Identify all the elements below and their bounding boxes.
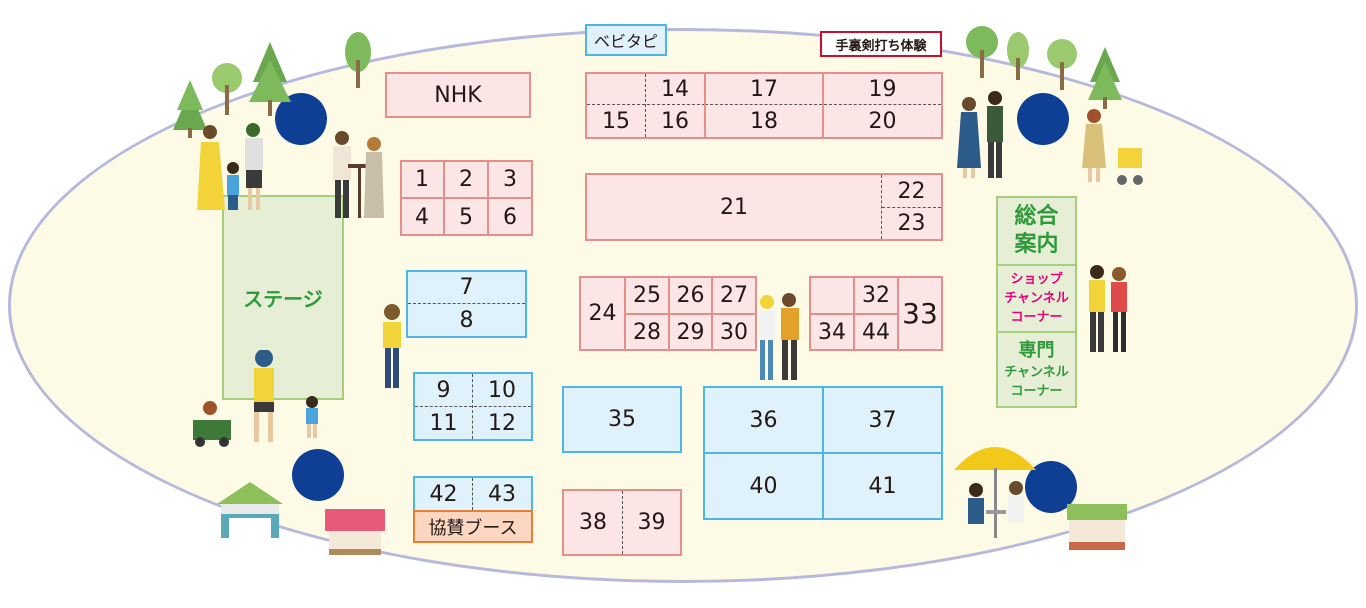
booth-18[interactable]: 18 — [750, 108, 778, 134]
couple-at-table-illustration — [333, 131, 384, 218]
booth-39[interactable]: 39 — [637, 510, 666, 535]
mother-with-stroller-illustration — [1082, 109, 1143, 185]
stage-label: ステージ — [243, 287, 323, 311]
booth-33[interactable]: 33 — [902, 297, 938, 330]
booth-10[interactable]: 10 — [488, 377, 516, 403]
booth-6[interactable]: 6 — [503, 204, 517, 230]
booth-11[interactable]: 11 — [429, 410, 458, 436]
booth-29[interactable]: 29 — [676, 319, 705, 345]
booth-23[interactable]: 23 — [897, 211, 926, 236]
cafe-umbrella-illustration — [954, 447, 1036, 538]
nhk-booth[interactable]: NHK — [385, 72, 531, 118]
booth-25[interactable]: 25 — [633, 283, 661, 308]
booth-5[interactable]: 5 — [459, 204, 473, 230]
info-column — [996, 196, 1077, 408]
booth-41[interactable]: 41 — [868, 473, 897, 499]
booth-27[interactable]: 27 — [720, 283, 748, 308]
booth-38[interactable]: 38 — [579, 510, 607, 535]
booth-14[interactable]: 14 — [661, 76, 689, 102]
family-illustration-top-left — [197, 123, 263, 210]
booth-24[interactable]: 24 — [588, 301, 617, 326]
couple-illustration-right — [1089, 265, 1127, 352]
booth-44[interactable]: 44 — [862, 319, 890, 345]
booth-43[interactable]: 43 — [488, 481, 516, 507]
booth-3[interactable]: 3 — [503, 167, 517, 192]
stall-illustration-1 — [217, 482, 283, 538]
babytop-label: ベビタピ — [585, 24, 667, 56]
sword-experience-label: 手裏剣打ち体験 — [820, 31, 942, 57]
booth-22[interactable]: 22 — [897, 178, 926, 204]
shop-channel-corner-label[interactable]: ショップ チャンネル コーナー — [1004, 272, 1069, 325]
booth-21[interactable]: 21 — [720, 194, 748, 220]
spot-marker-top-right — [1017, 93, 1069, 145]
booth-9[interactable]: 9 — [436, 377, 451, 403]
booth-1[interactable]: 1 — [415, 167, 429, 192]
stall-illustration-2 — [325, 509, 385, 555]
booth-2[interactable]: 2 — [459, 167, 473, 192]
spot-marker-bottom-left — [292, 449, 344, 501]
booth-20[interactable]: 20 — [868, 108, 897, 134]
stage-area[interactable]: ステージ — [222, 195, 344, 400]
trees-top-right — [966, 26, 1122, 109]
booth-26[interactable]: 26 — [676, 283, 705, 308]
booth-15[interactable]: 15 — [602, 108, 630, 134]
booth-40[interactable]: 40 — [749, 473, 778, 499]
booth-28[interactable]: 28 — [633, 319, 661, 345]
booth-8[interactable]: 8 — [459, 307, 474, 333]
booth-35[interactable]: 35 — [562, 386, 682, 453]
specialty-channel-corner-label[interactable]: 専門 チャンネル コーナー — [1004, 339, 1069, 399]
stall-illustration-3 — [1067, 504, 1127, 550]
couple-illustration-top-right — [957, 91, 1003, 178]
booth-42[interactable]: 42 — [429, 481, 458, 507]
stroller-family-illustration — [193, 350, 318, 447]
sponsor-booth[interactable]: 協賛ブース — [413, 510, 533, 543]
couple-illustration-center — [759, 293, 799, 380]
trees-top-left — [173, 32, 371, 138]
booth-19[interactable]: 19 — [868, 76, 897, 102]
booth-16[interactable]: 16 — [661, 108, 689, 134]
booth-17[interactable]: 17 — [750, 76, 778, 102]
booth-4[interactable]: 4 — [415, 204, 429, 230]
person-with-camera-illustration — [383, 304, 401, 388]
booth-7[interactable]: 7 — [459, 275, 474, 300]
booth-32[interactable]: 32 — [862, 283, 890, 308]
booth-34[interactable]: 34 — [818, 319, 846, 345]
general-info-label[interactable]: 総合 案内 — [1014, 204, 1059, 257]
booth-30[interactable]: 30 — [720, 319, 748, 345]
booth-36[interactable]: 36 — [749, 407, 778, 433]
booth-group-14-20[interactable] — [585, 72, 943, 139]
booth-12[interactable]: 12 — [488, 410, 516, 436]
booth-group-7-8[interactable] — [406, 270, 527, 338]
booth-37[interactable]: 37 — [868, 407, 897, 433]
